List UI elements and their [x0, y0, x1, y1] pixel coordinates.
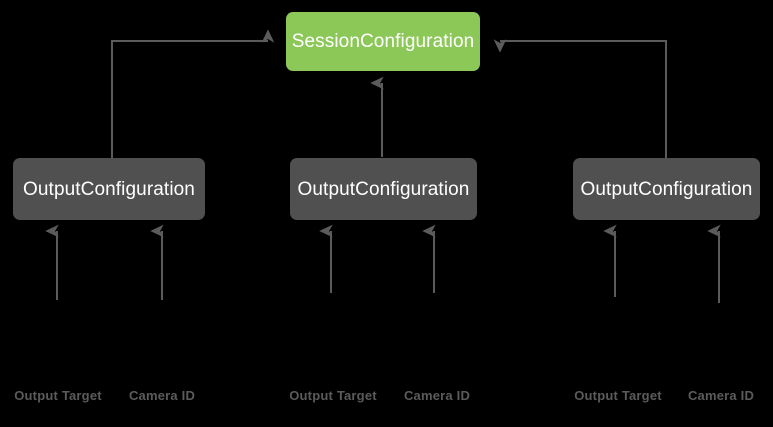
node-output-configuration-2-label: OutputConfiguration [297, 178, 470, 200]
node-session-configuration[interactable]: SessionConfiguration [286, 12, 480, 71]
edge-left-output-to-session [111, 29, 275, 158]
edge-right-output-to-session [493, 39, 667, 158]
node-output-configuration-3-label: OutputConfiguration [580, 178, 753, 200]
leaf-label-camera-id-3: Camera ID [687, 388, 755, 403]
node-output-configuration-1[interactable]: OutputConfiguration [13, 158, 205, 220]
leaf-label-output-target-2: Output Target [289, 388, 377, 403]
leaf-label-output-target-3: Output Target [574, 388, 662, 403]
node-session-configuration-label: SessionConfiguration [291, 31, 475, 52]
node-output-configuration-3[interactable]: OutputConfiguration [573, 158, 760, 220]
node-output-configuration-1-label: OutputConfiguration [23, 178, 195, 200]
leaf-label-output-target-1: Output Target [14, 388, 102, 403]
leaf-label-camera-id-1: Camera ID [128, 388, 196, 403]
node-output-configuration-2[interactable]: OutputConfiguration [290, 158, 477, 220]
leaf-label-camera-id-2: Camera ID [403, 388, 471, 403]
